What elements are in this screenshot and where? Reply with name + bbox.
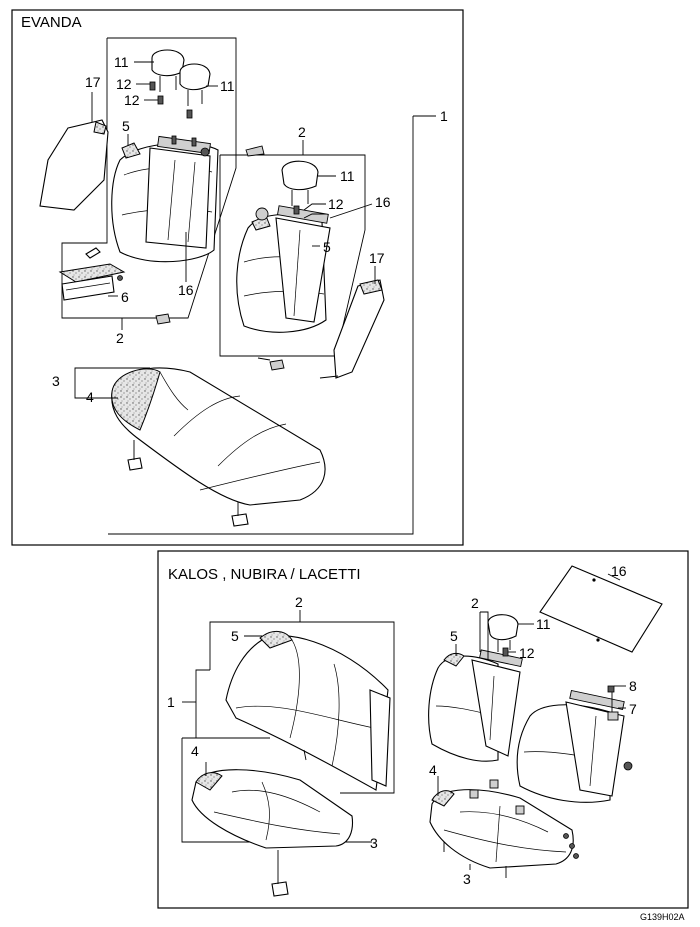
callout-label-11-b: 11 — [220, 78, 235, 94]
callout-label-6: 6 — [121, 289, 129, 305]
callout-label-12-b: 12 — [124, 92, 140, 108]
evanda-title: EVANDA — [21, 14, 82, 31]
kalos-back-box — [209, 621, 395, 794]
callout-label-5-b: 5 — [323, 239, 331, 255]
callout-label-1-b: 1 — [167, 694, 175, 710]
bracket-top — [245, 145, 265, 157]
right-back-group-box — [219, 154, 366, 357]
callout-label-16-a: 16 — [178, 282, 194, 298]
callout-label-17-a: 17 — [85, 74, 101, 90]
guide-bolts-left — [149, 81, 193, 119]
kalos-cushion-box — [181, 738, 266, 843]
callout-label-2-d: 2 — [471, 595, 479, 611]
right-headrest — [281, 160, 319, 206]
right-side-bolster-17 — [333, 279, 385, 379]
callout-label-12-a: 12 — [116, 76, 132, 92]
left-seat-back — [111, 135, 219, 263]
callout-label-3-a: 3 — [52, 373, 60, 389]
left-back-group-box — [61, 37, 237, 319]
guide-bolt-kalos — [502, 647, 509, 657]
panel-16 — [539, 565, 663, 653]
callout-label-5-c: 5 — [231, 628, 239, 644]
left-side-bolster-17 — [39, 119, 109, 211]
kalos-headrest — [487, 614, 519, 652]
callout-label-7: 7 — [629, 701, 637, 717]
kalos-split-back-left — [428, 649, 523, 762]
armrest-6 — [58, 263, 126, 301]
left-headrest-a — [151, 49, 185, 92]
callout-label-3-c: 3 — [463, 871, 471, 887]
kalos-section: KALOS , NUBIRA / LACETTI 1 — [157, 550, 689, 909]
callout-label-12-c: 12 — [328, 196, 344, 212]
evanda-frame — [11, 9, 464, 546]
callout-label-5-d: 5 — [450, 628, 458, 644]
callout-label-5-a: 5 — [122, 118, 130, 134]
callout-label-2-a: 2 — [116, 330, 124, 346]
kalos-bench-back — [225, 631, 391, 791]
kalos-split-cushion — [429, 779, 579, 878]
callout-label-4-c: 4 — [429, 762, 437, 778]
evanda-seat-cushion — [111, 367, 326, 527]
callout-label-17-b: 17 — [369, 250, 385, 266]
figure-code: G139H02A — [640, 912, 685, 922]
callout-1-bracket — [108, 116, 414, 535]
callout-label-16-b: 16 — [375, 194, 391, 210]
evanda-section: EVANDA 1 — [11, 9, 464, 546]
callout-label-11-a: 11 — [114, 54, 129, 70]
kalos-bench-cushion — [191, 769, 354, 897]
kalos-frame — [157, 550, 689, 909]
callout-label-2-c: 2 — [295, 594, 303, 610]
callout-label-11-d: 11 — [536, 616, 551, 632]
callout-label-4-b: 4 — [191, 743, 199, 759]
right-seat-back — [236, 205, 331, 333]
callout-label-11-c: 11 — [340, 168, 355, 184]
callout-label-8: 8 — [629, 678, 637, 694]
kalos-title: KALOS , NUBIRA / LACETTI — [168, 566, 361, 583]
guide-bolt-right — [293, 205, 300, 215]
latch-2-left — [155, 313, 171, 325]
left-back-trim-5 — [121, 142, 141, 159]
hinge-parts — [607, 685, 619, 721]
callout-label-1: 1 — [440, 108, 448, 124]
latch-2-right — [269, 359, 285, 371]
callout-label-2-b: 2 — [298, 124, 306, 140]
callout-label-16-c: 16 — [611, 563, 627, 579]
left-headrest-b — [179, 63, 211, 106]
callout-label-12-d: 12 — [519, 645, 535, 661]
callout-label-3-b: 3 — [370, 835, 378, 851]
armrest-clip — [85, 247, 101, 259]
kalos-split-back-right — [516, 689, 633, 803]
callout-label-4-a: 4 — [86, 389, 94, 405]
